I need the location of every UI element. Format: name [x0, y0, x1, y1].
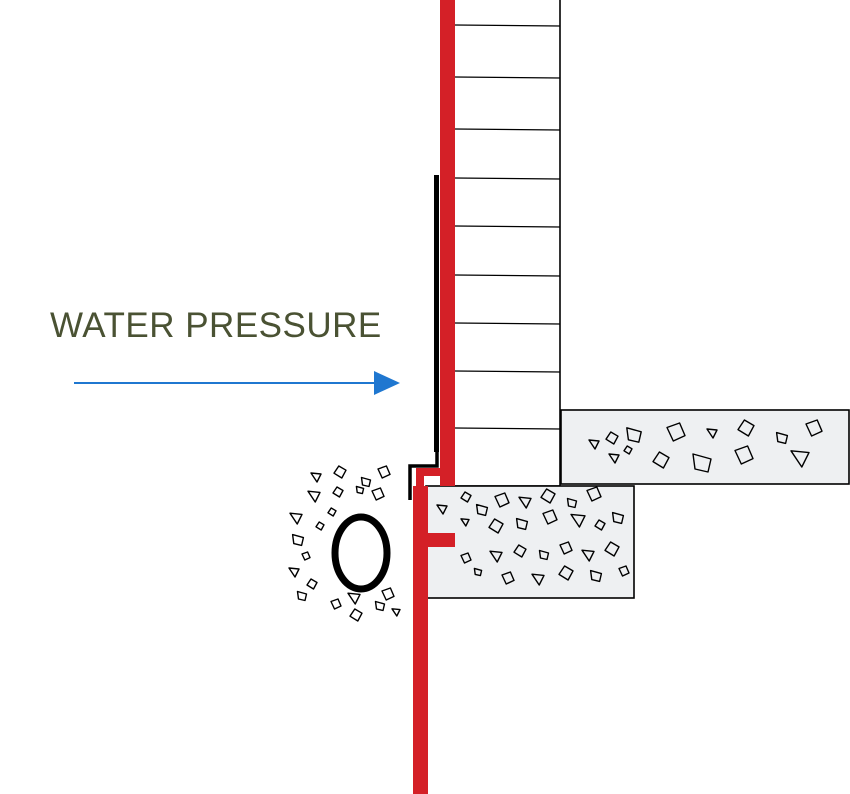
aggregate-stone	[515, 517, 529, 531]
membrane-step	[416, 456, 450, 494]
aggregate-stone	[558, 565, 574, 581]
block-joint	[454, 177, 561, 180]
aggregate-stone	[315, 521, 325, 531]
block-joint	[454, 225, 561, 228]
aggregate-stone	[737, 419, 755, 437]
aggregate-stone	[626, 427, 642, 443]
aggregate-stone	[349, 608, 363, 622]
footing	[425, 485, 635, 599]
drainage-board-vertical	[434, 175, 439, 452]
aggregate-stone	[805, 419, 823, 437]
aggregate-stone	[559, 541, 573, 555]
floor-slab	[560, 409, 850, 485]
aggregate-stone	[289, 512, 303, 525]
membrane-lower	[413, 486, 428, 794]
aggregate-stone	[391, 608, 401, 617]
aggregate-stone	[381, 587, 395, 601]
block-joint	[454, 274, 561, 277]
aggregate-stone	[460, 491, 472, 503]
block-joint	[454, 24, 561, 27]
aggregate-stone	[307, 490, 321, 503]
aggregate-stone	[775, 431, 789, 445]
aggregate-stone	[291, 533, 305, 547]
aggregate-stone	[371, 487, 385, 501]
aggregate-stone	[501, 571, 515, 585]
aggregate-stone	[589, 569, 603, 583]
aggregate-stone	[706, 428, 718, 439]
block-joint	[454, 427, 561, 430]
arrow-head	[374, 371, 400, 395]
aggregate-stone	[333, 465, 347, 479]
aggregate-stone	[540, 488, 556, 504]
aggregate-stone	[618, 565, 630, 577]
aggregate-stone	[611, 511, 625, 525]
drainage-board-inner-return	[408, 450, 439, 500]
block-joint	[454, 128, 561, 131]
aggregate-stone	[581, 549, 595, 562]
block-joints	[454, 24, 561, 430]
aggregate-stone	[518, 496, 532, 509]
arrow-right-icon	[74, 371, 400, 395]
aggregate-stone	[566, 497, 578, 509]
aggregate-stone	[790, 450, 810, 468]
aggregate-stone	[489, 550, 503, 563]
aggregate-stone	[666, 422, 686, 442]
aggregate-stone	[494, 492, 510, 508]
block-joint	[454, 370, 561, 373]
gravel-aggregate-icon	[288, 465, 401, 622]
aggregate-stone	[475, 503, 489, 517]
aggregate-stone	[538, 549, 550, 561]
aggregate-stone	[531, 573, 545, 586]
aggregate-stone	[355, 485, 365, 495]
aggregate-stone	[360, 476, 372, 488]
aggregate-stone	[588, 439, 600, 450]
aggregate-stone	[460, 518, 470, 527]
aggregate-stone	[623, 445, 633, 455]
block-joint	[454, 322, 561, 325]
aggregate-stone	[594, 519, 606, 531]
aggregate-stone	[327, 507, 337, 517]
block-wall	[454, 0, 561, 487]
aggregate-stone	[692, 453, 712, 473]
aggregate-stone	[652, 451, 670, 469]
water-pressure-label: WATER PRESSURE	[50, 306, 382, 345]
aggregate-stone	[570, 513, 586, 528]
aggregate-stone	[301, 551, 311, 561]
aggregate-stone	[542, 509, 558, 525]
aggregate-stone	[734, 445, 754, 465]
membrane-key-flange	[426, 533, 455, 547]
aggregate-stone	[436, 504, 448, 515]
aggregate-stone	[513, 544, 527, 558]
aggregate-stone	[296, 590, 308, 602]
aggregate-stone	[473, 567, 483, 577]
aggregate-stone	[288, 567, 300, 578]
membrane-upper	[440, 0, 455, 486]
block-joint	[454, 76, 561, 79]
aggregate-stone	[377, 465, 391, 479]
aggregate-stone	[330, 598, 342, 610]
aggregate-stone	[347, 592, 361, 605]
aggregate-stone	[374, 600, 386, 612]
waterproofing-membrane	[413, 0, 455, 794]
aggregate-stone	[604, 541, 620, 557]
aggregate-stone	[332, 486, 344, 498]
aggregate-stone	[605, 431, 619, 445]
aggregate-stone	[488, 518, 504, 534]
aggregate-stone	[310, 472, 322, 483]
aggregate-stone	[586, 486, 602, 502]
aggregate-stone	[460, 552, 472, 564]
slab-aggregate-icon	[588, 419, 823, 473]
aggregate-stone	[306, 578, 318, 590]
drain-pipe-icon	[331, 513, 391, 593]
footing-aggregate-icon	[436, 486, 630, 586]
aggregate-stone	[608, 453, 620, 464]
